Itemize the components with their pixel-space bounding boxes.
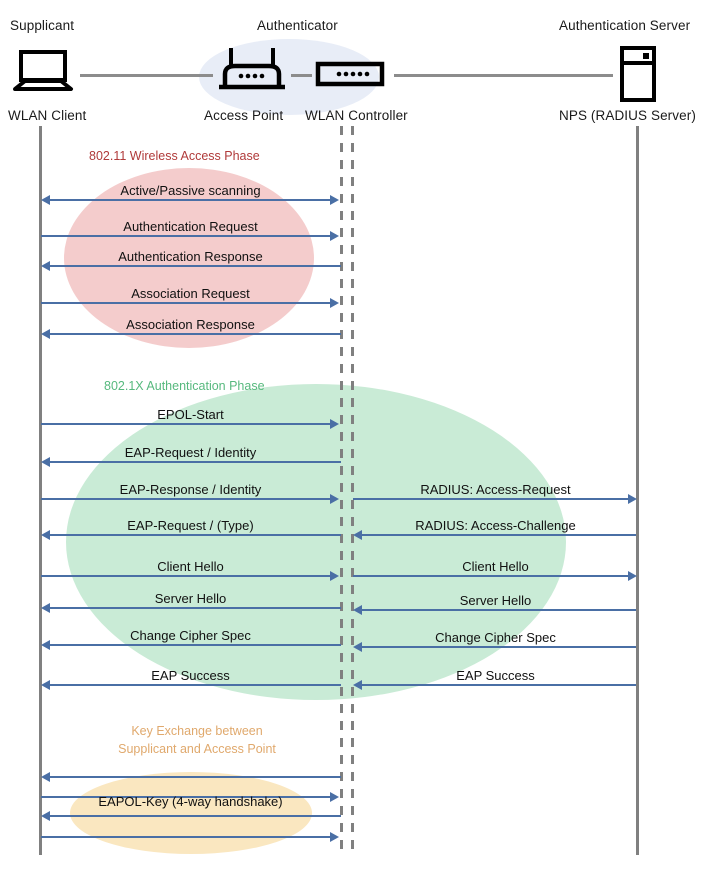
lifeline-authenticator-left: [340, 126, 343, 855]
device-label-access-point: Access Point: [204, 108, 284, 123]
phase-802-11-ellipse: [64, 168, 314, 348]
message-arrowhead: [41, 640, 50, 650]
device-label-wlan-controller: WLAN Controller: [305, 108, 408, 123]
lifeline-auth-server: [636, 126, 639, 855]
message-arrow: [45, 333, 341, 335]
message-label: EAP Success: [151, 668, 230, 683]
message-label: Server Hello: [459, 593, 532, 608]
message-arrow: [41, 235, 334, 237]
message-arrow: [353, 498, 631, 500]
message-label: EAP Success: [456, 668, 535, 683]
message-label: Active/Passive scanning: [120, 183, 261, 198]
message-arrow: [45, 776, 341, 778]
message-arrowhead: [41, 530, 50, 540]
message-arrow: [357, 534, 636, 536]
laptop-icon: [12, 50, 74, 92]
phase-key-exchange-ellipse: [70, 772, 312, 854]
phase-title-key-exchange: Key Exchange between Supplicant and Acce…: [97, 722, 297, 758]
message-label: Change Cipher Spec: [435, 630, 556, 645]
message-arrowhead: [628, 571, 637, 581]
phase-title-802-1x: 802.1X Authentication Phase: [104, 379, 265, 393]
message-arrowhead: [330, 792, 339, 802]
phase-802-1x-ellipse: [66, 384, 566, 700]
role-title-auth-server: Authentication Server: [559, 18, 691, 33]
message-arrow: [41, 836, 334, 838]
message-arrow: [41, 796, 334, 798]
message-arrowhead: [330, 419, 339, 429]
server-icon: [618, 46, 658, 102]
message-arrow: [45, 265, 341, 267]
message-label: RADIUS: Access-Challenge: [415, 518, 576, 533]
phase-title-key-exchange-line2: Supplicant and Access Point: [118, 742, 276, 756]
message-label: Server Hello: [154, 591, 227, 606]
connector-client-to-ap: [80, 74, 213, 77]
message-arrow: [45, 644, 341, 646]
message-arrowhead: [41, 457, 50, 467]
message-arrowhead: [41, 811, 50, 821]
message-label: Association Request: [131, 286, 250, 301]
message-arrowhead: [330, 832, 339, 842]
phase-title-802-11: 802.11 Wireless Access Phase: [89, 149, 260, 163]
message-arrowhead: [41, 329, 50, 339]
message-arrow: [357, 609, 636, 611]
message-arrowhead: [353, 530, 362, 540]
message-label: Association Response: [126, 317, 255, 332]
message-arrow: [41, 575, 334, 577]
message-arrow: [41, 423, 334, 425]
lifeline-supplicant: [39, 126, 42, 855]
message-label: Change Cipher Spec: [130, 628, 251, 643]
message-arrow: [45, 607, 341, 609]
message-arrow: [357, 646, 636, 648]
message-arrow: [45, 534, 341, 536]
message-arrowhead: [41, 261, 50, 271]
message-arrowhead: [330, 298, 339, 308]
device-label-nps-radius-server: NPS (RADIUS Server): [559, 108, 696, 123]
role-title-authenticator: Authenticator: [257, 18, 338, 33]
lifeline-authenticator-right: [351, 126, 354, 855]
wlan-controller-icon: [315, 60, 385, 88]
message-arrow: [45, 461, 341, 463]
message-arrowhead: [330, 494, 339, 504]
message-arrowhead: [41, 603, 50, 613]
message-arrow: [45, 199, 336, 201]
message-arrowhead: [41, 772, 50, 782]
device-label-wlan-client: WLAN Client: [8, 108, 87, 123]
message-arrowhead: [353, 642, 362, 652]
message-arrowhead: [353, 605, 362, 615]
message-arrow: [357, 684, 636, 686]
message-label: EAPOL-Key (4-way handshake): [98, 794, 283, 809]
message-arrowhead: [330, 231, 339, 241]
message-arrowhead: [330, 571, 339, 581]
message-arrowhead: [628, 494, 637, 504]
message-label: EAP-Response / Identity: [119, 482, 262, 497]
message-arrow: [45, 684, 341, 686]
message-label: Authentication Request: [123, 219, 258, 234]
message-arrowhead: [330, 195, 339, 205]
role-title-supplicant: Supplicant: [10, 18, 75, 33]
message-label: Client Hello: [462, 559, 529, 574]
message-arrow: [41, 498, 334, 500]
message-label: EAP-Request / (Type): [127, 518, 254, 533]
message-label: RADIUS: Access-Request: [420, 482, 571, 497]
message-arrow: [41, 302, 334, 304]
message-arrow: [45, 815, 341, 817]
message-arrowhead: [353, 680, 362, 690]
message-label: EAP-Request / Identity: [124, 445, 257, 460]
message-arrowhead: [41, 195, 50, 205]
message-label: Authentication Response: [118, 249, 263, 264]
message-label: Client Hello: [157, 559, 224, 574]
message-arrow: [353, 575, 631, 577]
access-point-icon: [213, 46, 291, 94]
phase-title-key-exchange-line1: Key Exchange between: [131, 724, 263, 738]
message-arrowhead: [41, 680, 50, 690]
message-label: EPOL-Start: [157, 407, 224, 422]
connector-controller-to-server: [394, 74, 613, 77]
connector-ap-to-controller: [291, 74, 312, 77]
